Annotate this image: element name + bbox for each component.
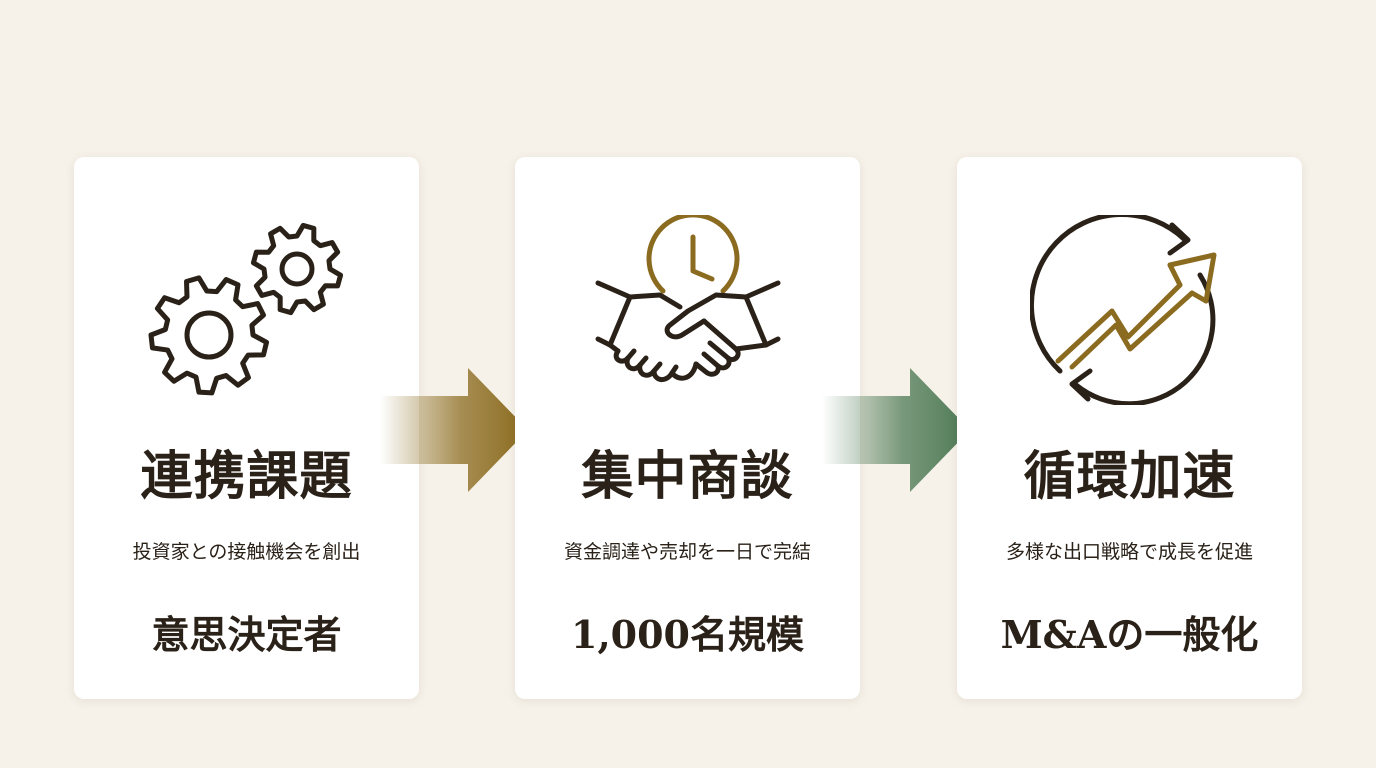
arrow-right-icon <box>822 366 972 496</box>
step-title: 集中商談 <box>581 446 794 507</box>
step-subtitle: 資金調達や売却を一日で完結 <box>563 541 811 563</box>
step-subtitle: 多様な出口戦略で成長を促進 <box>1005 541 1253 563</box>
step-footer: M&Aの一般化 <box>1000 612 1259 657</box>
step-card-1: 連携課題 投資家との接触機会を創出 意思決定者 <box>74 157 419 699</box>
gears-icon <box>147 215 347 405</box>
step-card-2: 集中商談 資金調達や売却を一日で完結 1,000名規模 <box>515 157 860 699</box>
step-card-3: 循環加速 多様な出口戦略で成長を促進 M&Aの一般化 <box>957 157 1302 699</box>
growth-cycle-icon <box>1029 215 1230 405</box>
step-footer: 意思決定者 <box>151 612 342 657</box>
arrow-right-icon <box>380 366 530 496</box>
handshake-clock-icon <box>588 215 788 405</box>
step-footer: 1,000名規模 <box>571 612 804 657</box>
step-title: 循環加速 <box>1023 446 1236 507</box>
step-subtitle: 投資家との接触機会を創出 <box>132 541 361 563</box>
step-title: 連携課題 <box>140 446 353 507</box>
